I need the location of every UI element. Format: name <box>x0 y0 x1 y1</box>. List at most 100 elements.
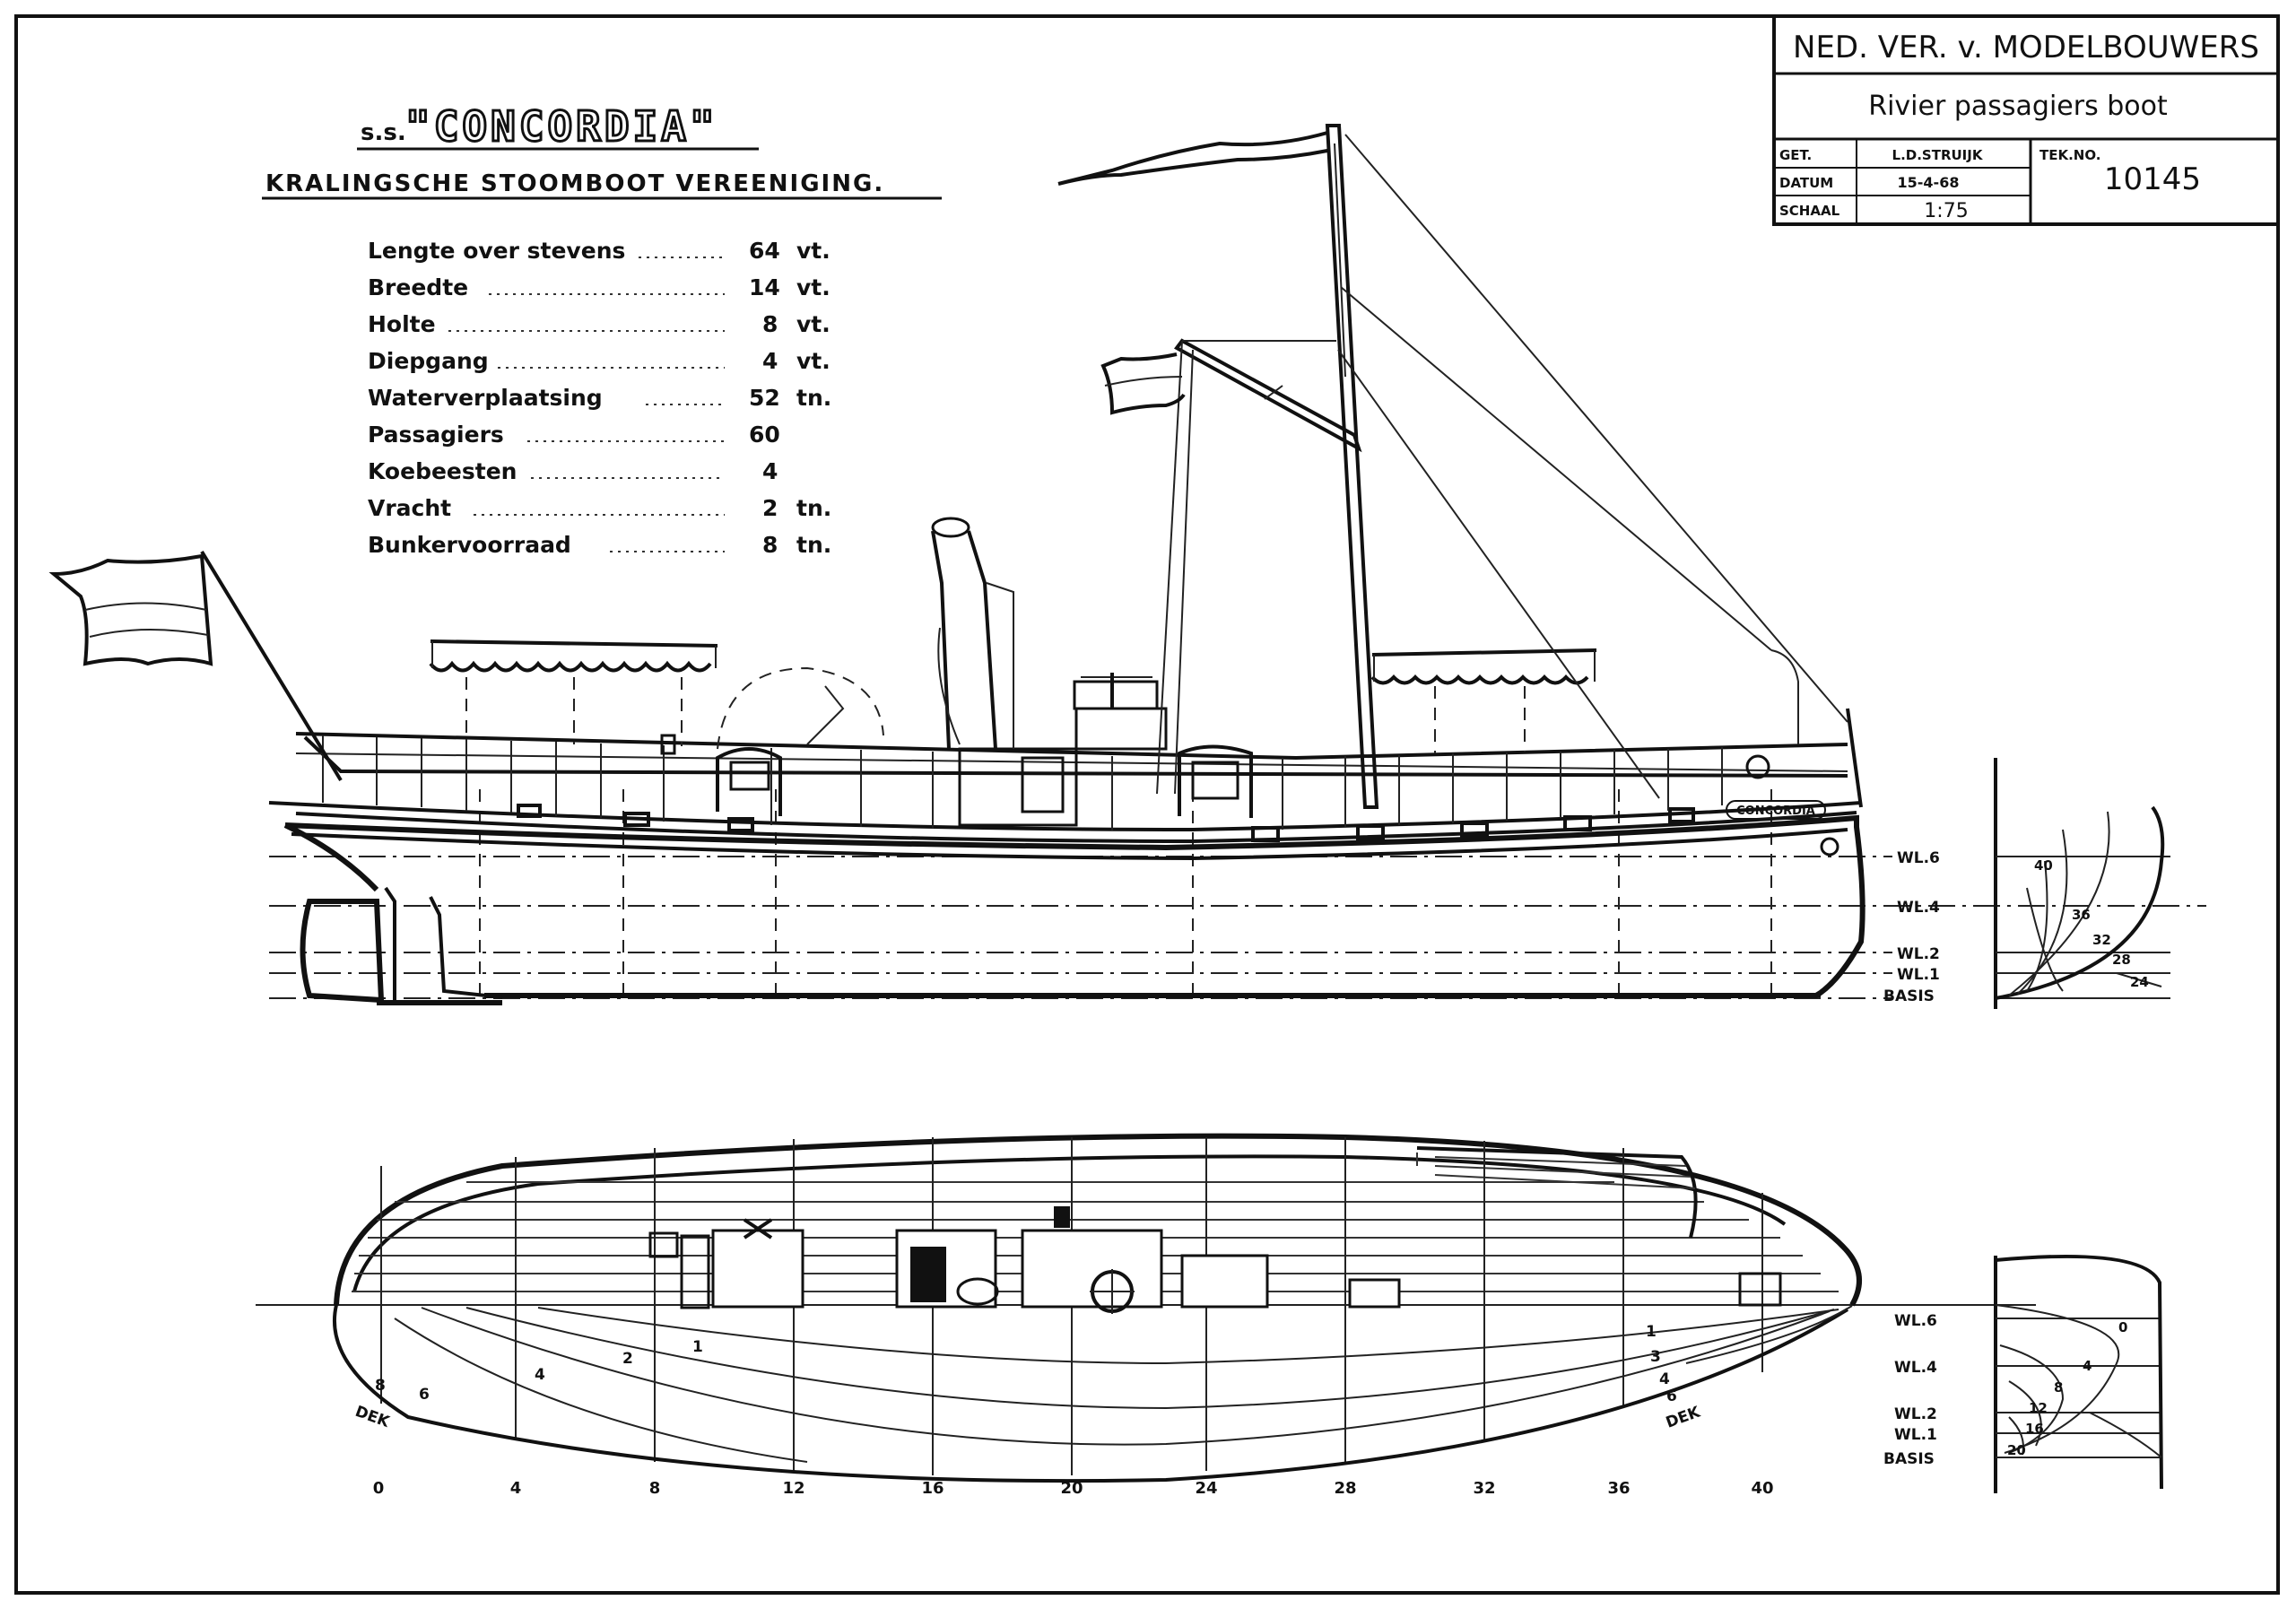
spec-row: Lengte over stevens 64 vt. <box>368 238 831 264</box>
schaal-label: SCHAAL <box>1779 203 1840 219</box>
spec-value: 8 <box>762 532 778 558</box>
spec-value: 64 <box>749 238 780 264</box>
engine-casing <box>958 707 1168 827</box>
half-breadth-label: 4 <box>1659 1370 1670 1388</box>
station-number: 0 <box>373 1479 385 1498</box>
station-number: 24 <box>1195 1479 1217 1498</box>
station-number: 28 <box>1334 1479 1356 1498</box>
deckhouse-aft <box>660 734 782 816</box>
spec-label: Diepgang <box>368 348 489 374</box>
rudder <box>300 886 503 1005</box>
stern-flagstaff <box>48 550 343 782</box>
spec-unit: vt. <box>796 238 831 264</box>
get-value: L.D.STRUIJK <box>1892 147 1984 163</box>
station-number: 32 <box>1473 1479 1495 1498</box>
station-number: 40 <box>1751 1479 1773 1498</box>
section-label: 28 <box>2112 952 2131 968</box>
section-label: 12 <box>2029 1400 2048 1416</box>
spec-value: 2 <box>762 495 778 521</box>
spec-row: Diepgang 4 vt. <box>368 348 831 374</box>
plan-view: 1 2 4 6 8 DEK 1 3 4 6 DEK <box>256 1133 2036 1483</box>
half-breadth-label: 6 <box>1666 1387 1677 1405</box>
sheet-border <box>14 14 2280 1595</box>
spec-unit: vt. <box>796 274 831 300</box>
section-label: 32 <box>2092 932 2111 948</box>
masthead-pennant <box>1057 131 1328 186</box>
spec-unit: vt. <box>796 311 831 337</box>
spec-unit: vt. <box>796 348 831 374</box>
spec-label: Bunkervoorraad <box>368 532 571 558</box>
spec-row: Waterverplaatsing 52 tn. <box>368 385 831 411</box>
waterline-label: WL.6 <box>1894 1312 1937 1330</box>
funnel <box>931 517 1014 750</box>
section-label: 36 <box>2072 907 2091 923</box>
drawing-subject: Rivier passagiers boot <box>1868 91 2168 122</box>
spec-row: Vracht 2 tn. <box>368 495 831 521</box>
waterline-label: WL.6 <box>1897 849 1940 867</box>
half-breadth-label: 1 <box>692 1338 703 1356</box>
station-number: 12 <box>782 1479 804 1498</box>
wheelhouse <box>1073 673 1253 818</box>
spec-value: 4 <box>762 348 778 374</box>
organization-name: NED. VER. v. MODELBOUWERS <box>1793 30 2259 65</box>
porthole-row <box>517 804 1695 842</box>
deck-outline <box>334 1133 1862 1307</box>
section-label: 16 <box>2025 1421 2044 1437</box>
spec-value: 8 <box>762 311 778 337</box>
stern-flag <box>48 553 213 666</box>
station-numbers: 0 4 8 12 16 20 24 28 32 36 40 <box>373 1479 1774 1498</box>
body-plan-fore: 40 36 32 28 24 <box>1994 758 2170 1009</box>
half-breadth-label: 8 <box>375 1377 386 1395</box>
station-number: 4 <box>510 1479 522 1498</box>
section-label: 24 <box>2130 974 2149 990</box>
half-breadth-outline <box>332 1304 1849 1483</box>
main-mast <box>1156 124 1848 809</box>
body-plan-aft: 0 4 8 12 16 20 <box>1994 1254 2163 1493</box>
spec-label: Breedte <box>368 274 468 300</box>
get-label: GET. <box>1779 147 1812 163</box>
spec-unit: tn. <box>796 495 831 521</box>
spec-row: Breedte 14 vt. <box>368 274 831 300</box>
section-label: 4 <box>2083 1358 2092 1374</box>
waterline-label: WL.1 <box>1894 1426 1937 1444</box>
deck-fittings <box>648 1206 1782 1314</box>
spec-row: Koebeesten 4 <box>368 458 778 484</box>
spec-value: 14 <box>749 274 780 300</box>
tek-no-label: TEK.NO. <box>2039 147 2100 163</box>
spec-unit: tn. <box>796 385 831 411</box>
half-breadth-label: 2 <box>622 1350 633 1368</box>
plan-waterline-labels: WL.6 WL.4 WL.2 WL.1 BASIS <box>1883 1312 1937 1468</box>
side-profile-view: CONCORDIA <box>48 124 2206 1005</box>
section-label: 0 <box>2118 1319 2127 1335</box>
deck-label: DEK <box>1664 1403 1703 1431</box>
half-breadth-label: 3 <box>1650 1348 1661 1366</box>
station-number: 20 <box>1060 1479 1083 1498</box>
half-breadth-label: 4 <box>535 1366 545 1384</box>
waterline-label: WL.4 <box>1897 899 1940 917</box>
datum-label: DATUM <box>1779 175 1833 191</box>
spec-value: 60 <box>749 422 780 448</box>
gaff-flag <box>1100 352 1186 415</box>
waterline-label: BASIS <box>1883 987 1935 1005</box>
half-breadth-label: 1 <box>1646 1323 1657 1341</box>
section-label: 20 <box>2007 1442 2026 1458</box>
spec-row: Holte 8 vt. <box>368 311 831 337</box>
spec-unit: tn. <box>796 532 831 558</box>
aft-awning <box>429 639 718 746</box>
spec-row: Bunkervoorraad 8 tn. <box>368 532 831 558</box>
station-number: 36 <box>1607 1479 1630 1498</box>
station-number: 16 <box>921 1479 944 1498</box>
ship-name: "CONCORDIA" <box>405 102 718 151</box>
specification-table: Lengte over stevens 64 vt. Breedte 14 vt… <box>368 238 831 558</box>
profile-waterline-labels: WL.6 WL.4 WL.2 WL.1 BASIS <box>1883 849 1940 1005</box>
spec-label: Holte <box>368 311 436 337</box>
section-label: 40 <box>2034 857 2053 874</box>
schaal-value: 1:75 <box>1924 200 1968 222</box>
spec-row: Passagiers 60 <box>368 422 780 448</box>
spec-value: 4 <box>762 458 778 484</box>
waterline-label: WL.2 <box>1894 1405 1937 1423</box>
tek-no-value: 10145 <box>2104 161 2201 197</box>
waterline-label: BASIS <box>1883 1450 1935 1468</box>
spec-label: Koebeesten <box>368 458 517 484</box>
